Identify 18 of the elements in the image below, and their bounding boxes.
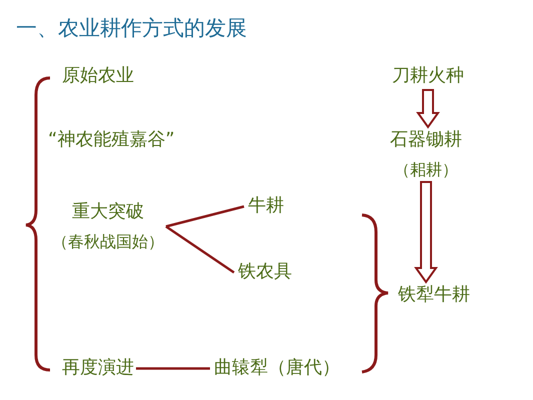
hollow-arrow	[416, 89, 440, 129]
connector-line	[166, 205, 244, 228]
node-label: （春秋战国始）	[52, 232, 164, 252]
title: 一、农业耕作方式的发展	[16, 15, 247, 42]
node-label: 刀耕火种	[392, 66, 464, 87]
node-label: 铁农具	[238, 262, 292, 283]
node-label: 原始农业	[62, 66, 134, 87]
node-label: 重大突破	[72, 202, 144, 223]
connector-line	[165, 225, 235, 274]
node-label: 再度演进	[62, 358, 134, 379]
node-label: 铁犁牛耕	[398, 285, 470, 306]
node-label: （耜耕）	[394, 160, 458, 180]
node-label: “神农能殖嘉谷”	[48, 130, 175, 151]
hollow-arrow	[414, 181, 438, 284]
node-label: 曲辕犁（唐代）	[214, 358, 340, 379]
connector-line	[136, 367, 210, 370]
node-label: 牛耕	[248, 196, 284, 217]
node-label: 石器锄耕	[390, 130, 462, 151]
